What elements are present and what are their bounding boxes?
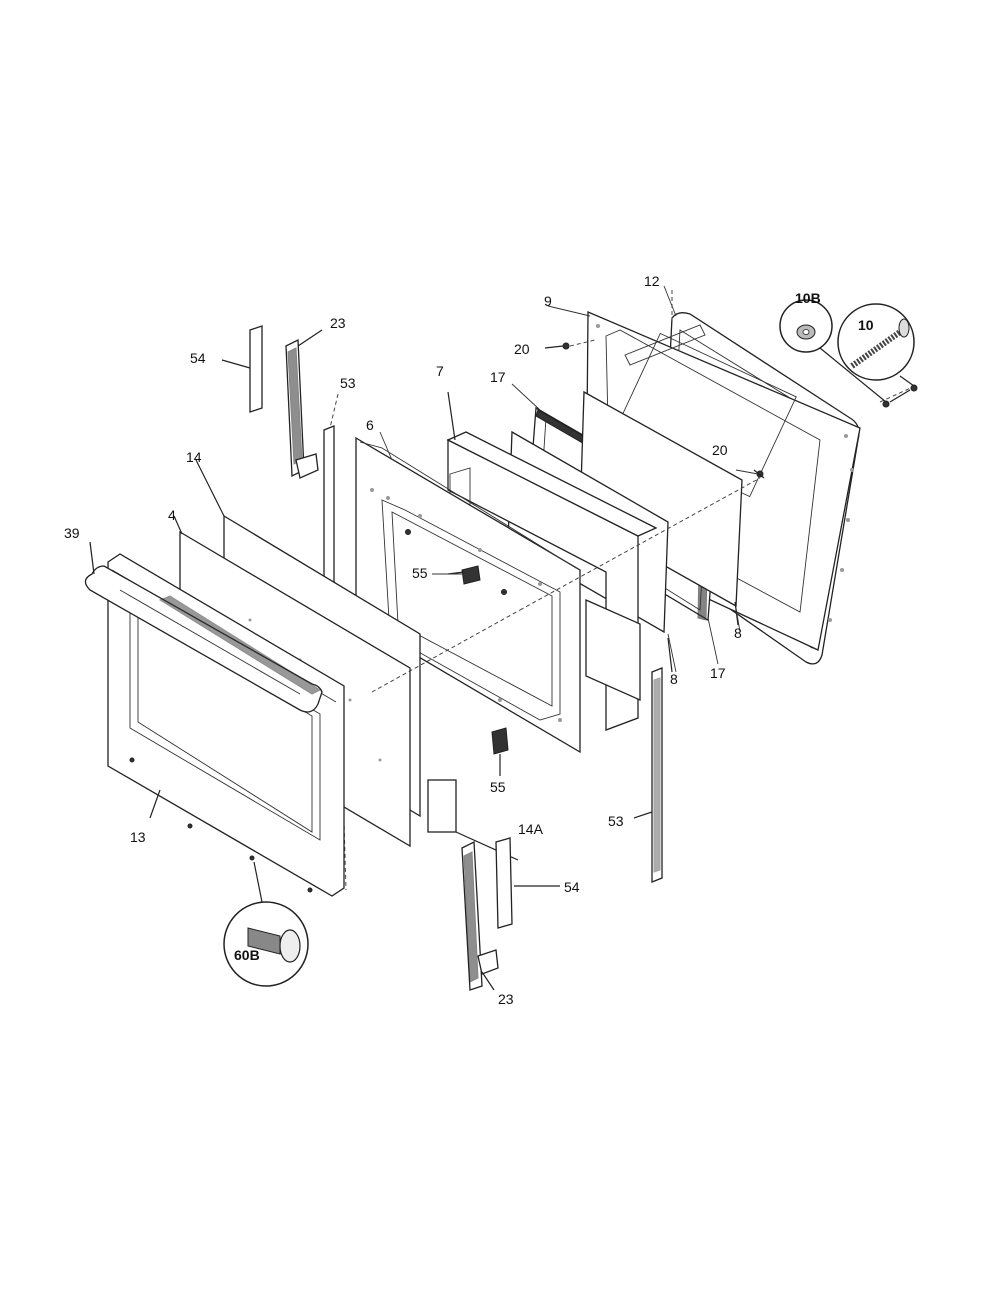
part-55-bracket-lower [491, 727, 509, 776]
label-10b: 10B [795, 290, 821, 306]
label-20-top: 20 [514, 341, 530, 357]
label-17-top: 17 [490, 369, 506, 385]
label-8-lower: 8 [670, 671, 678, 687]
part-54-receiver-top [221, 325, 263, 413]
label-12: 12 [644, 273, 660, 289]
label-17-lower: 17 [710, 665, 726, 681]
leader-lines [379, 285, 759, 673]
part-20-screw-upper [544, 339, 596, 350]
label-4: 4 [168, 507, 176, 523]
label-39: 39 [64, 525, 80, 541]
label-53-top: 53 [340, 375, 356, 391]
label-8-right: 8 [734, 625, 742, 641]
label-55-lower: 55 [490, 779, 506, 795]
label-53-right: 53 [608, 813, 624, 829]
label-54-bottom: 54 [564, 879, 580, 895]
part-55-bracket-upper [405, 529, 507, 595]
part-23-hinge-bottom [461, 840, 499, 991]
label-14: 14 [186, 449, 202, 465]
label-23-top: 23 [330, 315, 346, 331]
label-55-upper: 55 [412, 565, 428, 581]
label-60b: 60B [234, 947, 260, 963]
label-23-bottom: 23 [498, 991, 514, 1007]
callout-10b [779, 299, 887, 403]
part-14a-label [427, 779, 519, 861]
label-6: 6 [366, 417, 374, 433]
part-7-insulation [446, 391, 658, 731]
part-54-receiver-bottom [495, 837, 560, 929]
label-7: 7 [436, 363, 444, 379]
part-39-door-handle [84, 541, 323, 713]
label-13: 13 [130, 829, 146, 845]
callout-60b [223, 861, 309, 987]
label-10: 10 [858, 317, 874, 333]
callout-10 [837, 303, 915, 387]
part-10-screws [882, 384, 918, 408]
label-20-right: 20 [712, 442, 728, 458]
part-6-door-liner [355, 436, 581, 754]
alignment-lines [371, 385, 916, 693]
label-54-top: 54 [190, 350, 206, 366]
label-14a: 14A [518, 821, 544, 837]
part-23-hinge-top [285, 329, 323, 479]
part-53-right-strip [633, 667, 663, 883]
label-9: 9 [544, 293, 552, 309]
